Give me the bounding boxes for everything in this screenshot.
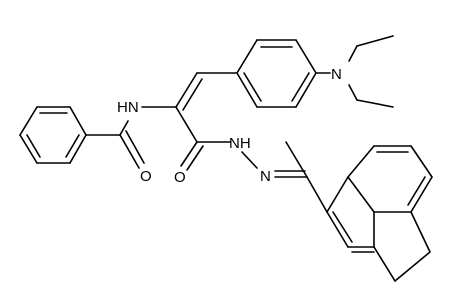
acenaphthene-ring-system [326,145,433,282]
hydrazone-linkage [241,141,328,213]
diethylaminophenyl-ring [236,39,317,108]
dehydroamino-acid-backbone [141,72,238,171]
amine-nitrogen-label: N [331,66,342,83]
hydrazide-nh-label: NH [229,135,251,152]
hydrazide-oxygen-label: O [174,169,186,186]
benzoyl-phenyl-ring [19,106,87,164]
benzoyl-oxygen-label: O [140,168,152,185]
imine-nitrogen-label: N [260,168,271,185]
benzoyl-carbonyl-group [85,120,145,169]
diethylamino-group [315,35,394,108]
amide-nh-label: HN [117,99,139,116]
